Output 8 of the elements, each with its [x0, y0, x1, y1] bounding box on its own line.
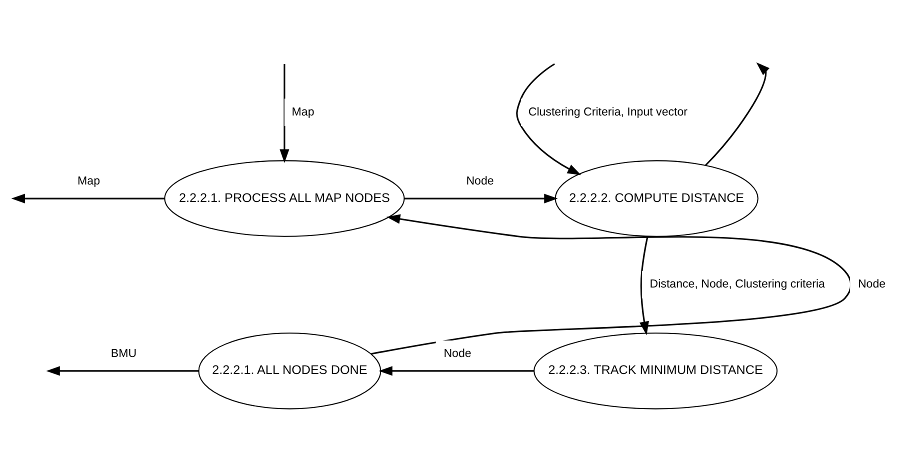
edge-label: Node	[444, 348, 472, 360]
edge-label: Map	[292, 106, 314, 118]
edge-label: BMU	[110, 348, 137, 360]
edge-label: Node	[858, 278, 886, 291]
edge-label: Node	[466, 176, 494, 188]
edge-label: Map	[78, 176, 100, 188]
edge-label: Distance, Node, Clustering criteria	[650, 278, 825, 291]
edge-label: Clustering Criteria, Input vector	[528, 106, 688, 118]
